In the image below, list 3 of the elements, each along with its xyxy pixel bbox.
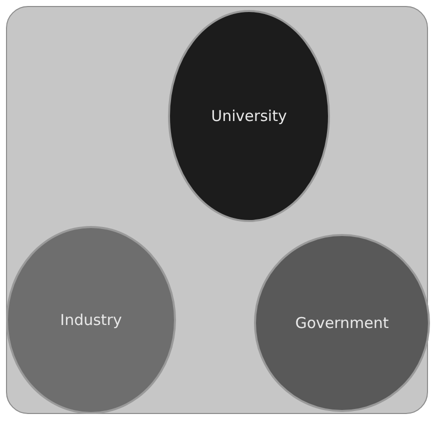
node-label: University [211,107,287,125]
node-label: Industry [60,311,122,329]
node-label: Government [295,314,389,332]
